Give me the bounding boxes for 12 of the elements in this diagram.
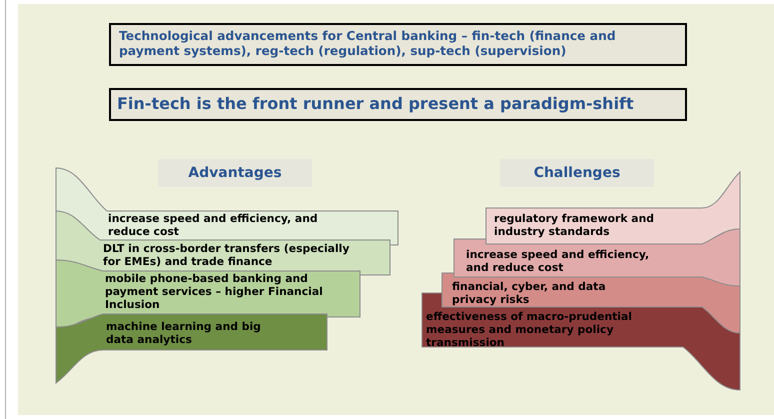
heading-box: Advantages xyxy=(158,159,312,187)
heading-box: Challenges xyxy=(500,159,654,187)
ribbon-text: regulatory framework and industry standards xyxy=(494,212,655,238)
ribbon-text: increase speed and efficiency, and reduce cost xyxy=(108,212,319,238)
ribbon-text: increase speed and efficiency, and reduce cost xyxy=(466,248,650,274)
ribbon-text: effectiveness of macro-prudential measures and monetary policy transmission xyxy=(426,310,633,349)
ribbon-text: financial, cyber, and data privacy risks xyxy=(452,280,607,306)
ribbon-text: machine learning and big data analytics xyxy=(106,320,262,346)
ribbon-text: mobile phone-based banking and payment services – higher Financial Inclusion xyxy=(105,272,324,311)
title-box: Fin-tech is the front runner and present a paradigm-shift xyxy=(109,88,687,121)
ribbon-text: DLT in cross-border transfers (especially for EMEs) and trade finance xyxy=(103,242,350,268)
title-box: Technological advancements for Central banking – fin-tech (finance and payment systems), reg-tech (regulation), sup-tech (supervision) xyxy=(109,23,687,66)
